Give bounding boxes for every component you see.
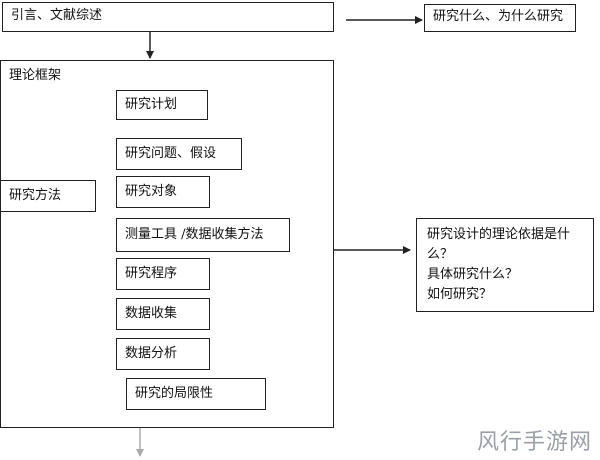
step-label: 研究程序 bbox=[125, 266, 178, 281]
intro-literature-box: 引言、文献综述 bbox=[2, 2, 334, 32]
step-label: 研究问题、假设 bbox=[125, 146, 217, 161]
step-box: 数据分析 bbox=[116, 338, 210, 370]
rationale-line: 研究设计的理论依据是什么？ bbox=[427, 227, 571, 263]
rationale-line: 具体研究什么？ bbox=[427, 267, 519, 283]
step-box: 数据收集 bbox=[116, 298, 210, 330]
step-box: 测量工具 /数据收集方法 bbox=[116, 218, 290, 252]
step-label: 数据收集 bbox=[125, 306, 178, 321]
research-methods-box: 研究方法 bbox=[0, 180, 96, 212]
step-label: 研究的局限性 bbox=[135, 386, 214, 401]
step-box: 研究程序 bbox=[116, 258, 210, 290]
what-why-box: 研究什么、为什么研究 bbox=[424, 4, 576, 32]
framework-title: 理论框架 bbox=[9, 68, 62, 83]
rationale-line: 如何研究？ bbox=[427, 287, 493, 303]
step-box: 研究计划 bbox=[116, 90, 208, 120]
research-methods-label: 研究方法 bbox=[9, 188, 62, 203]
design-rationale-box: 研究设计的理论依据是什么？ 具体研究什么？ 如何研究？ bbox=[416, 218, 594, 312]
step-box: 研究对象 bbox=[116, 176, 210, 208]
step-box: 研究问题、假设 bbox=[116, 138, 242, 170]
what-why-label: 研究什么、为什么研究 bbox=[433, 9, 564, 24]
step-label: 数据分析 bbox=[125, 346, 178, 361]
watermark: 风行手游网 bbox=[476, 430, 592, 455]
intro-literature-label: 引言、文献综述 bbox=[11, 8, 103, 23]
step-label: 研究计划 bbox=[125, 97, 178, 112]
step-label: 测量工具 /数据收集方法 bbox=[125, 227, 264, 242]
step-box: 研究的局限性 bbox=[126, 378, 266, 410]
step-label: 研究对象 bbox=[125, 184, 178, 199]
